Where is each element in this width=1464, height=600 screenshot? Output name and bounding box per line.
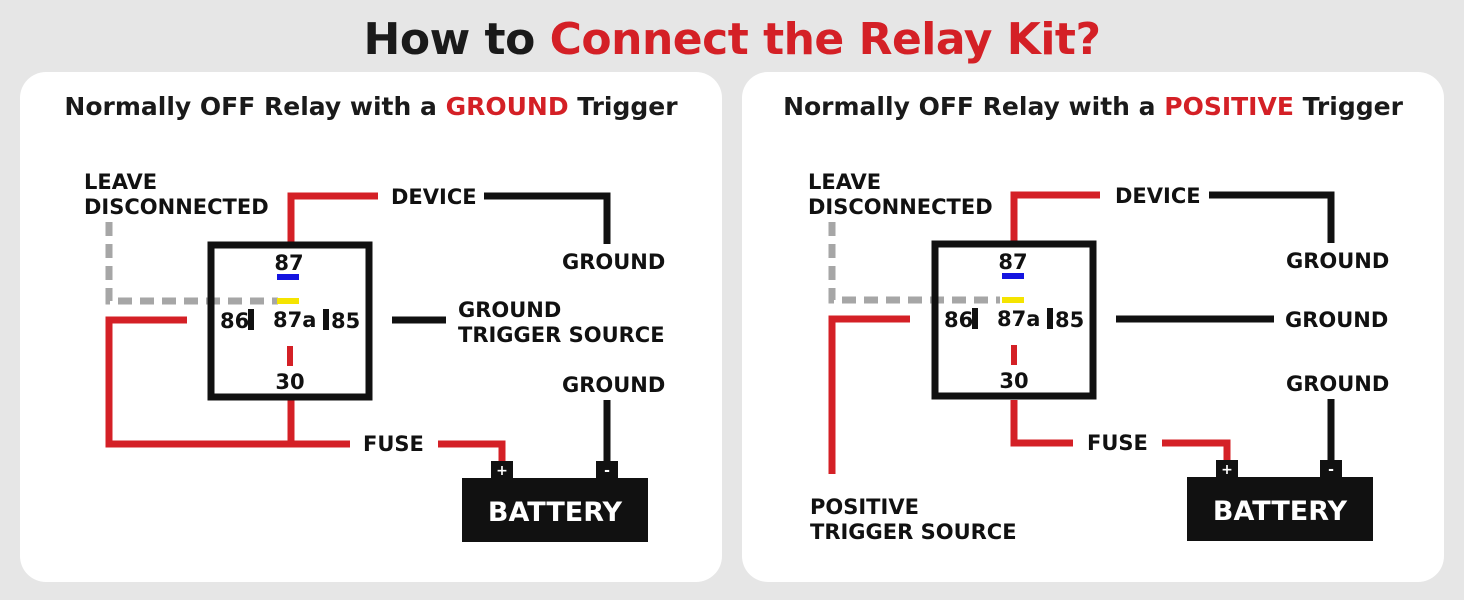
plus-sign: + — [496, 463, 508, 479]
wire-86-to-30 — [105, 316, 291, 448]
pin-86-marker — [972, 308, 978, 329]
pin-85-label: 85 — [331, 309, 360, 333]
battery-terminal-plus — [491, 461, 513, 479]
pin-87a-label: 87a — [273, 308, 316, 332]
battery-terminal-minus — [1320, 460, 1342, 478]
wire-87-to-device — [1010, 191, 1100, 242]
panel-positive-trigger: Normally OFF Relay with a POSITIVE Trigg… — [742, 72, 1444, 582]
wire-device-to-ground — [1209, 191, 1335, 243]
pin-87a-marker — [277, 298, 299, 304]
relay-box — [931, 240, 1097, 400]
ground-label-85: GROUND — [1285, 308, 1388, 332]
plus-sign: + — [1221, 462, 1233, 478]
pin-87-marker — [277, 274, 299, 280]
pin-30-marker — [1011, 345, 1017, 365]
battery-label: BATTERY — [1213, 496, 1348, 527]
pin-85-marker — [1047, 308, 1053, 329]
pin-87a-label: 87a — [997, 307, 1040, 331]
ground-label-device: GROUND — [562, 250, 665, 274]
battery-terminal-minus — [596, 461, 618, 479]
fuse-label: FUSE — [1087, 431, 1148, 455]
ground-label-device: GROUND — [1286, 249, 1389, 273]
wire-30-to-fuse — [287, 400, 350, 448]
panel-title-suffix: Trigger — [568, 92, 678, 121]
battery-icon — [462, 478, 648, 542]
wire-device-to-ground — [484, 192, 611, 244]
pin-86-label: 86 — [220, 309, 249, 333]
minus-sign: - — [1328, 462, 1334, 478]
panel-ground-trigger: Normally OFF Relay with a GROUND Trigger… — [20, 72, 722, 582]
wire-87a-disconnected — [105, 222, 278, 305]
pin-86-marker — [248, 309, 254, 330]
panel-title-accent: GROUND — [445, 92, 569, 121]
panel-title-prefix: Normally OFF Relay with a — [64, 92, 446, 121]
panel-title-suffix: Trigger — [1293, 92, 1403, 121]
pin-30-marker — [287, 346, 293, 366]
wire-86-to-positive-trigger — [828, 315, 910, 474]
pin-85-label: 85 — [1055, 308, 1084, 332]
fuse-label: FUSE — [363, 432, 424, 456]
battery-terminal-plus — [1216, 460, 1238, 478]
panel-title: Normally OFF Relay with a GROUND Trigger — [20, 92, 722, 121]
panel-title-prefix: Normally OFF Relay with a — [783, 92, 1165, 121]
title-accent: Connect the Relay Kit? — [549, 14, 1101, 65]
pin-30-label: 30 — [999, 369, 1028, 393]
wire-fuse-to-battery-plus — [438, 440, 506, 464]
device-label: DEVICE — [391, 185, 477, 209]
ground-label-battery: GROUND — [1286, 372, 1389, 396]
minus-sign: - — [604, 463, 610, 479]
wire-fuse-to-battery-plus — [1162, 439, 1231, 463]
panel-title-accent: POSITIVE — [1164, 92, 1294, 121]
pin-85-marker — [323, 309, 329, 330]
battery-icon — [1187, 477, 1373, 541]
pin-87a-marker — [1002, 297, 1024, 303]
title-prefix: How to — [363, 14, 550, 65]
pin-30-label: 30 — [275, 370, 304, 394]
pin-87-label: 87 — [998, 250, 1027, 274]
pin-87-marker — [1002, 273, 1024, 279]
relay-box — [207, 241, 373, 401]
page-title: How to Connect the Relay Kit? — [0, 14, 1464, 65]
ground-label-battery: GROUND — [562, 373, 665, 397]
wire-30-to-fuse — [1010, 400, 1073, 447]
pin-86-label: 86 — [944, 308, 973, 332]
battery-label: BATTERY — [488, 497, 623, 528]
wire-87a-disconnected — [828, 222, 1000, 304]
wire-87-to-device — [287, 192, 378, 242]
pin-87-label: 87 — [274, 251, 303, 275]
device-label: DEVICE — [1115, 184, 1201, 208]
panel-title: Normally OFF Relay with a POSITIVE Trigg… — [742, 92, 1444, 121]
